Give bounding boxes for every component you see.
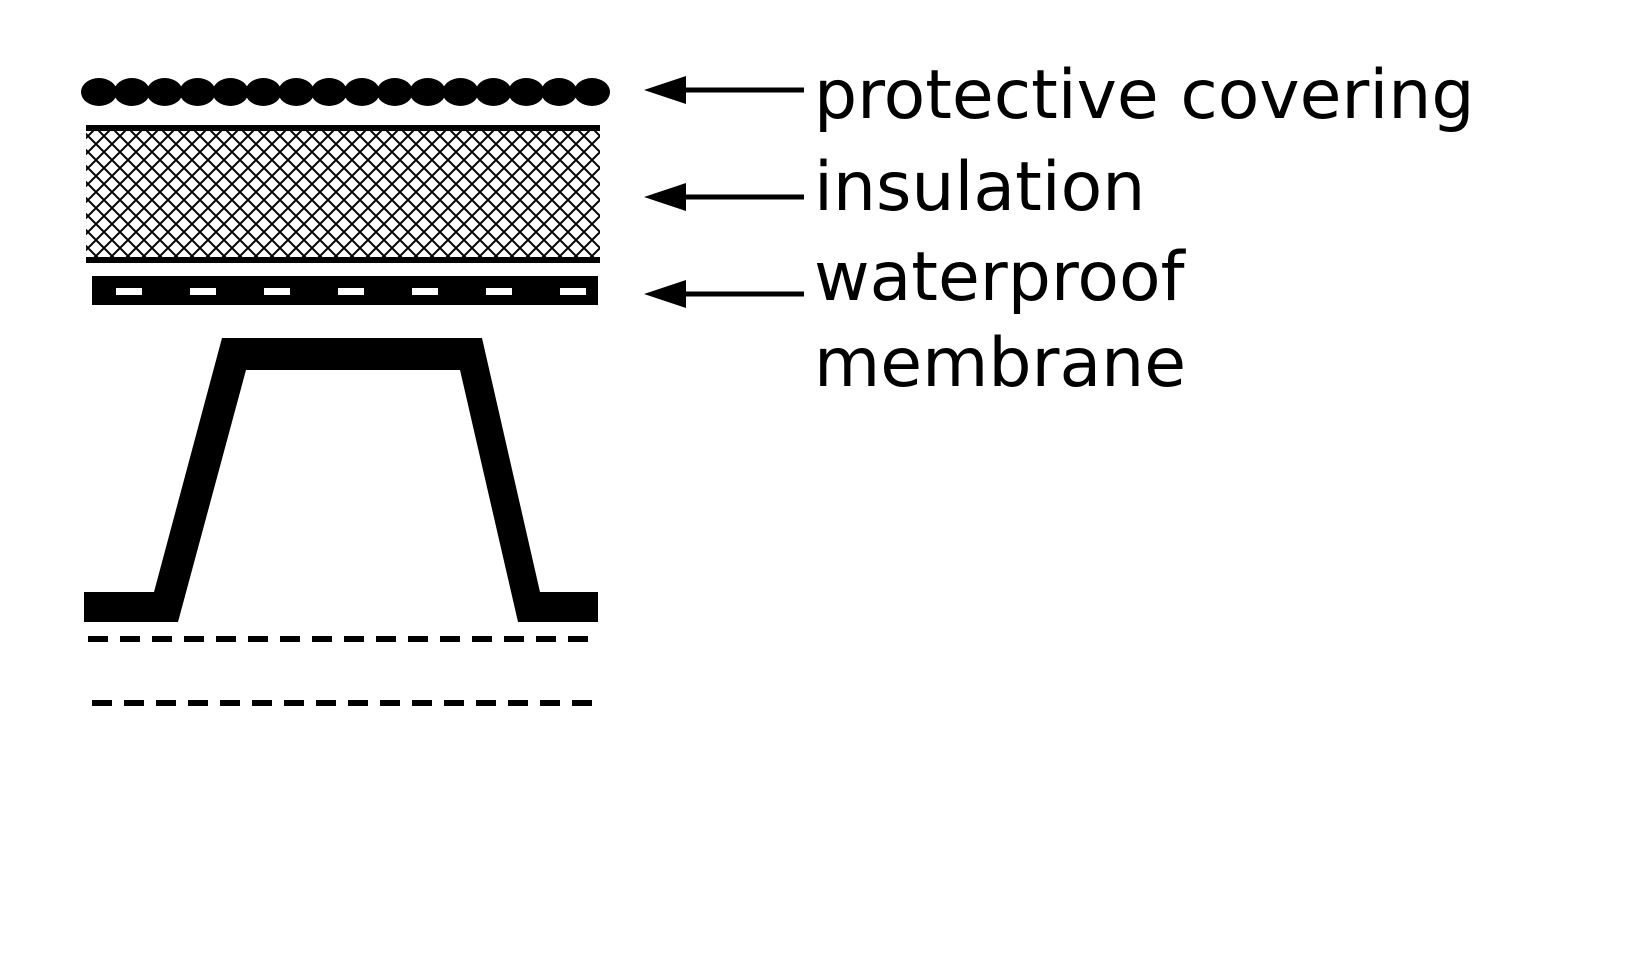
gravel-dot [278, 78, 315, 106]
gravel-dot [212, 78, 249, 106]
deck-profile [84, 338, 598, 622]
gravel-dot [475, 78, 512, 106]
gravel-dot [113, 78, 150, 106]
arrow-protective-covering [644, 76, 804, 104]
gravel-dot [245, 78, 282, 106]
membrane-dash [264, 288, 290, 295]
gravel-dot [81, 78, 117, 106]
gravel-dot [409, 78, 446, 106]
membrane-dash [116, 288, 142, 295]
membrane-dash [190, 288, 216, 295]
arrow-insulation [644, 183, 804, 211]
membrane-dash [338, 288, 364, 295]
membrane-dash [412, 288, 438, 295]
label-waterproof: waterproof [814, 238, 1187, 317]
gravel-dot [311, 78, 348, 106]
gravel-dot [179, 78, 216, 106]
membrane-dash [486, 288, 512, 295]
membrane-dash [560, 288, 586, 295]
gravel-dot [376, 78, 413, 106]
label-membrane: membrane [814, 324, 1186, 403]
gravel-dot [508, 78, 545, 106]
gravel-dot [343, 78, 380, 106]
gravel-dot [442, 78, 479, 106]
label-protective-covering: protective covering [814, 56, 1475, 135]
waterproof-membrane-layer [92, 276, 598, 305]
insulation-layer [86, 125, 600, 263]
label-insulation: insulation [814, 148, 1145, 227]
protective-covering-layer [81, 78, 610, 106]
gravel-dot [541, 78, 578, 106]
gravel-dot [574, 78, 610, 106]
arrow-waterproof-membrane [644, 280, 804, 308]
gravel-dot [146, 78, 183, 106]
